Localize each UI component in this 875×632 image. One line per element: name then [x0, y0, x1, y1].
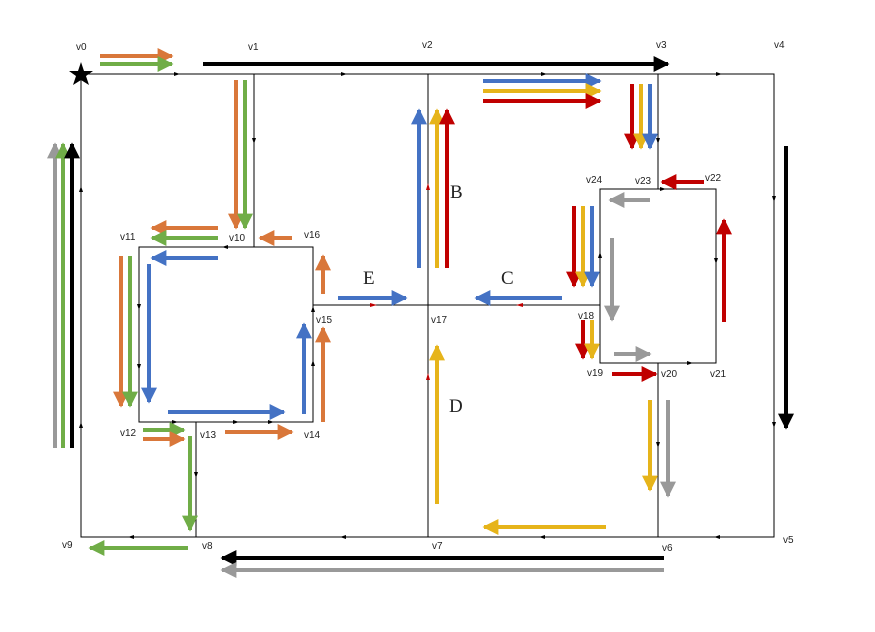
vertex-label-v22: v22	[705, 173, 722, 184]
edge-arrow	[79, 422, 83, 428]
graph-edges	[80, 73, 775, 538]
vertex-label-v5: v5	[783, 535, 794, 546]
vertex-label-v17: v17	[431, 315, 448, 326]
edge-arrow	[311, 306, 315, 312]
edge-arrow	[370, 303, 377, 307]
vertex-label-v20: v20	[661, 369, 678, 380]
block-v11-v16	[138, 246, 314, 423]
edge-arrow	[222, 245, 228, 249]
edge-arrow	[539, 535, 545, 539]
route-arrows	[47, 48, 794, 578]
edge-arrow	[268, 420, 274, 424]
vertex-label-v4: v4	[774, 40, 785, 51]
vertex-label-v24: v24	[586, 175, 603, 186]
region-label-b: B	[450, 182, 463, 203]
vertex-label-v19: v19	[587, 368, 604, 379]
region-label-d: D	[449, 396, 463, 417]
vertex-label-v12: v12	[120, 428, 137, 439]
edge-arrow	[772, 196, 776, 202]
edge-arrow	[598, 252, 602, 258]
vertex-label-v10: v10	[229, 233, 246, 244]
star-icon	[69, 62, 93, 85]
edge-arrow	[714, 258, 718, 264]
edge-arrow	[194, 472, 198, 478]
edge-arrow	[233, 420, 239, 424]
vertex-labels: v0 v1 v2 v3 v4 v5 v6 v7 v8 v9 v10 v11 v1…	[62, 40, 794, 554]
edge-arrow	[687, 361, 693, 365]
vertex-label-v3: v3	[656, 40, 667, 51]
vertex-label-v13: v13	[200, 430, 217, 441]
region-labels: B C D E	[363, 182, 514, 417]
vertex-label-v23: v23	[635, 176, 652, 187]
vertex-label-v18: v18	[578, 311, 595, 322]
vertex-label-v14: v14	[304, 430, 321, 441]
edge-direction-marks	[79, 72, 776, 539]
edge-arrow	[172, 420, 178, 424]
region-label-e: E	[363, 268, 375, 289]
edge-arrow	[79, 186, 83, 192]
edge-arrow	[174, 72, 180, 76]
edge-arrow	[137, 304, 141, 310]
block-v24-v21	[599, 188, 717, 364]
vertex-label-v16: v16	[304, 230, 321, 241]
vertex-label-v2: v2	[422, 40, 433, 51]
edge-arrow	[340, 535, 346, 539]
edge-arrow	[128, 535, 134, 539]
vertex-label-v21: v21	[710, 369, 727, 380]
vertex-label-v6: v6	[662, 543, 673, 554]
edge-arrow	[426, 183, 430, 190]
edge-arrow	[716, 72, 722, 76]
vertex-label-v11: v11	[120, 232, 136, 243]
edge-arrow	[656, 138, 660, 144]
vertex-label-v8: v8	[202, 541, 213, 552]
edge-arrow	[137, 364, 141, 370]
edge-arrow	[516, 303, 523, 307]
vertex-label-v0: v0	[76, 42, 87, 53]
edge-direction-marks-red	[370, 183, 523, 380]
edge-arrow	[660, 187, 666, 191]
edge-arrow	[426, 373, 430, 380]
edge-arrow	[541, 72, 547, 76]
edge-arrow	[252, 138, 256, 144]
vertex-label-v1: v1	[248, 42, 259, 53]
edge-arrow	[656, 442, 660, 448]
vertex-label-v15: v15	[316, 315, 333, 326]
edge-arrow	[714, 535, 720, 539]
vertex-label-v7: v7	[432, 541, 443, 552]
edge-arrow	[311, 360, 315, 366]
edge-arrow	[341, 72, 347, 76]
edge-arrow	[772, 422, 776, 428]
vertex-label-v9: v9	[62, 540, 73, 551]
region-label-c: C	[501, 268, 514, 289]
